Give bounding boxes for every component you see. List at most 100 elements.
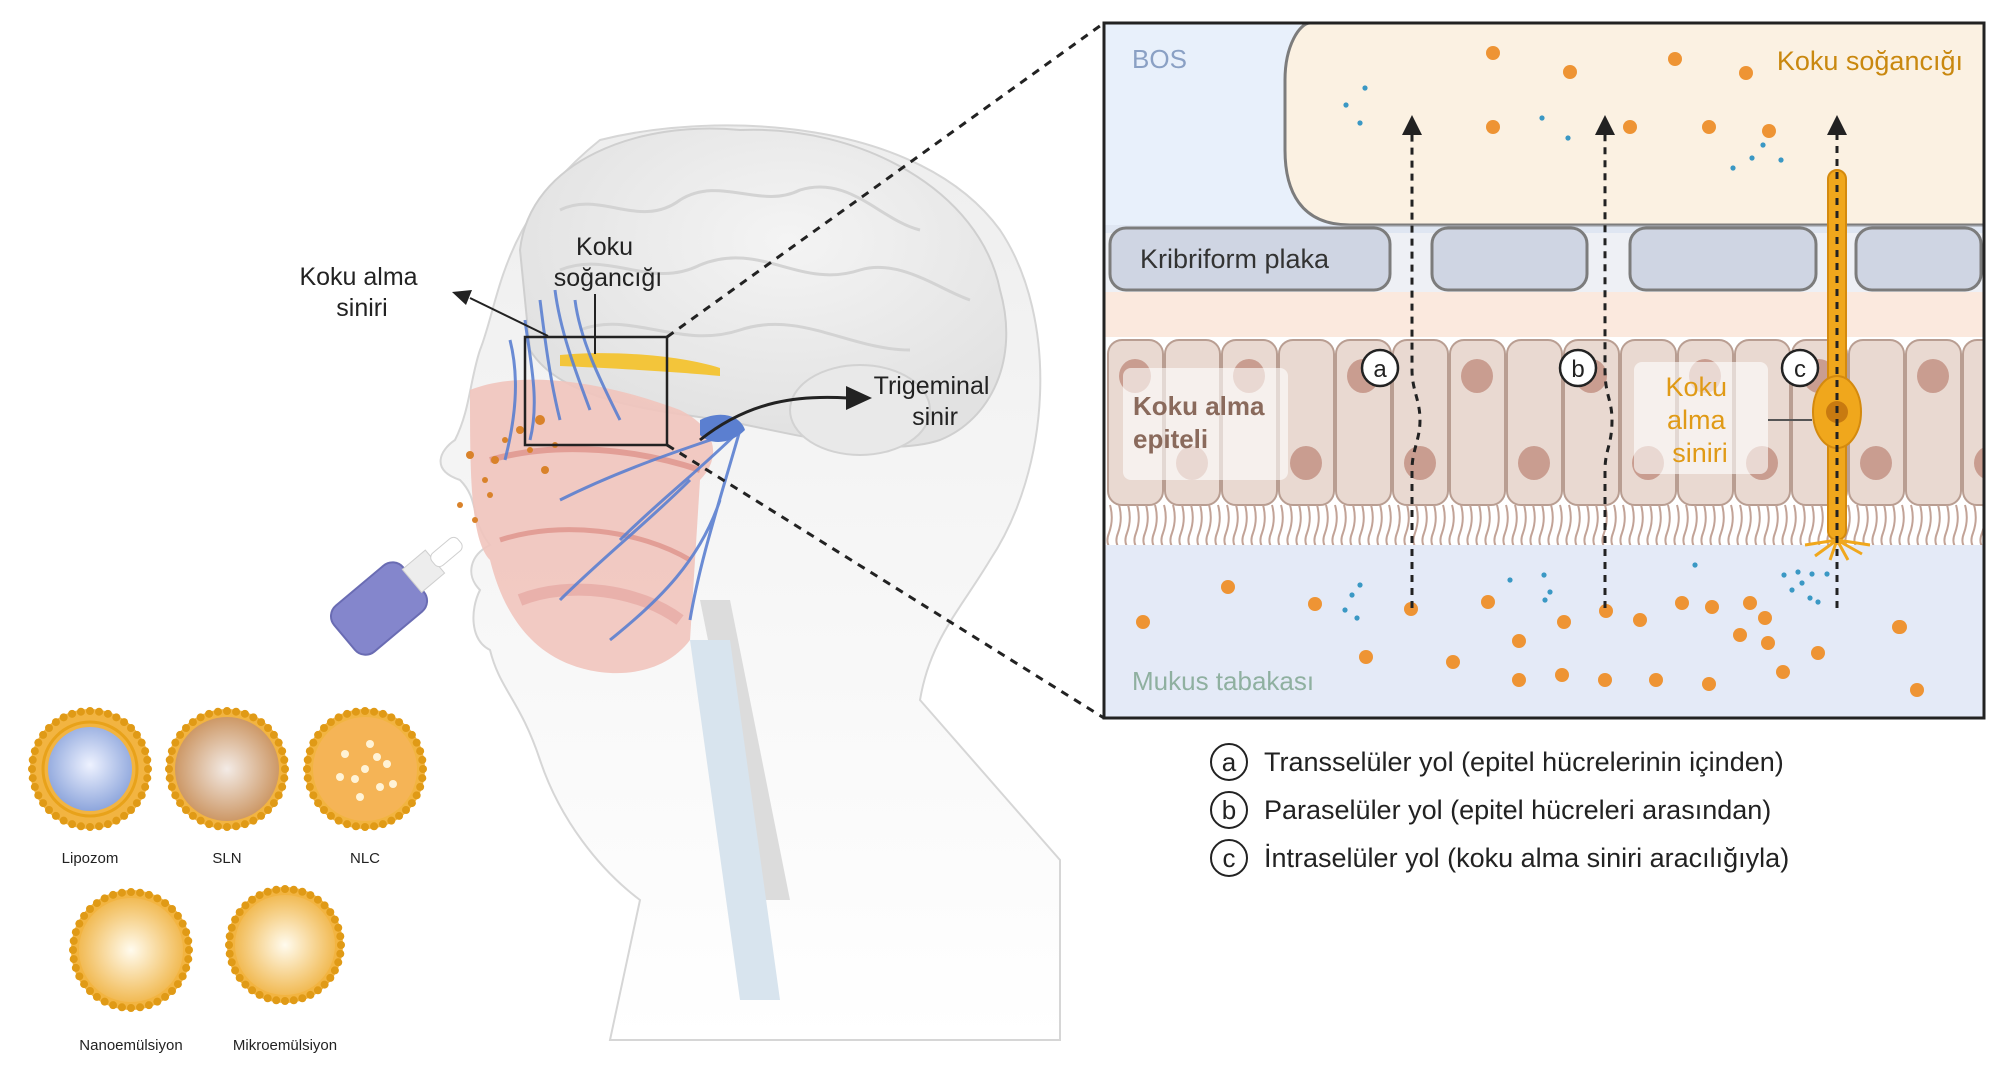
particle bbox=[1789, 587, 1795, 593]
particle bbox=[1481, 595, 1495, 609]
particle bbox=[1815, 599, 1821, 605]
particle bbox=[1343, 102, 1349, 108]
particle bbox=[1539, 115, 1545, 121]
particle bbox=[1778, 157, 1784, 163]
marker-a: a bbox=[1360, 348, 1400, 388]
legend-item-b: b Paraselüler yol (epitel hücreleri aras… bbox=[1210, 786, 1789, 834]
particle bbox=[1730, 165, 1736, 171]
particle bbox=[1807, 595, 1813, 601]
legend-badge-a: a bbox=[1210, 743, 1248, 781]
particle bbox=[1354, 615, 1360, 621]
plate-label: Kribriform plaka bbox=[1140, 244, 1330, 274]
particle bbox=[1446, 655, 1460, 669]
particle bbox=[1702, 120, 1716, 134]
neuron-label: Koku alma siniri bbox=[1665, 372, 1734, 468]
svg-text:c: c bbox=[1794, 356, 1806, 383]
particle bbox=[1599, 604, 1613, 618]
olfactory-nerve-label: Koku alma siniri bbox=[299, 263, 424, 322]
particle bbox=[1758, 611, 1772, 625]
particle bbox=[1541, 572, 1547, 578]
particle bbox=[1623, 120, 1637, 134]
particle bbox=[1795, 569, 1801, 575]
particle bbox=[1809, 571, 1815, 577]
mucus-label: Mukus tabakası bbox=[1132, 666, 1314, 696]
particle bbox=[1892, 620, 1906, 634]
epithelial-cell bbox=[1905, 339, 1962, 506]
particle bbox=[1565, 135, 1571, 141]
particle bbox=[1733, 628, 1747, 642]
epithelial-cell bbox=[1506, 339, 1563, 506]
particle bbox=[1702, 677, 1716, 691]
epithelial-cell bbox=[1962, 339, 1984, 506]
trigeminal-nerve-label: Trigeminal sinir bbox=[874, 372, 997, 431]
nanocarrier-3 bbox=[303, 707, 427, 831]
particle bbox=[1136, 615, 1150, 629]
particle bbox=[1761, 636, 1775, 650]
pathway-legend: a Transselüler yol (epitel hücrelerinin … bbox=[1210, 738, 1789, 882]
particle bbox=[1705, 600, 1719, 614]
marker-b: b bbox=[1558, 348, 1598, 388]
particle bbox=[1404, 602, 1418, 616]
olfactory-bulb-label: Koku soğancığı bbox=[554, 233, 662, 292]
drug-particles bbox=[1136, 46, 1924, 697]
particle bbox=[1739, 66, 1753, 80]
particle bbox=[1486, 46, 1500, 60]
cribriform-block-2 bbox=[1430, 226, 1589, 292]
particle bbox=[1668, 52, 1682, 66]
particle bbox=[1357, 582, 1363, 588]
legend-item-c: c İntraselüler yol (koku alma siniri ara… bbox=[1210, 834, 1789, 882]
particle bbox=[1547, 589, 1553, 595]
carriers-group bbox=[28, 707, 427, 1012]
csf-label: BOS bbox=[1132, 44, 1187, 74]
particle bbox=[1359, 650, 1373, 664]
particle bbox=[1811, 646, 1825, 660]
particle bbox=[1760, 142, 1766, 148]
cribriform-block-1 bbox=[1108, 226, 1392, 292]
particle bbox=[1749, 155, 1755, 161]
particle bbox=[1342, 607, 1348, 613]
particle bbox=[1507, 577, 1513, 583]
particle bbox=[1221, 580, 1235, 594]
svg-text:a: a bbox=[1373, 356, 1387, 383]
cribriform-block-3 bbox=[1628, 226, 1818, 292]
particle bbox=[1512, 634, 1526, 648]
particle bbox=[1692, 562, 1698, 568]
nanocarrier-4 bbox=[69, 888, 193, 1012]
cribriform-block-4 bbox=[1854, 226, 1983, 292]
legend-text-a: Transselüler yol (epitel hücrelerinin iç… bbox=[1264, 746, 1784, 777]
particle bbox=[1762, 124, 1776, 138]
nanocarrier-2 bbox=[165, 707, 289, 831]
particle bbox=[1357, 120, 1363, 126]
particle bbox=[1675, 596, 1689, 610]
particle bbox=[1486, 120, 1500, 134]
epithelial-cell bbox=[1449, 339, 1506, 506]
legend-badge-b: b bbox=[1210, 791, 1248, 829]
particle bbox=[1633, 613, 1647, 627]
particle bbox=[1308, 597, 1322, 611]
inset-panel: a b c bbox=[1104, 23, 1984, 718]
particle bbox=[1557, 615, 1571, 629]
inset-frame bbox=[1102, 21, 1986, 720]
particle bbox=[1781, 572, 1787, 578]
particle bbox=[1542, 597, 1548, 603]
particle bbox=[1649, 673, 1663, 687]
epithelial-cell bbox=[1848, 339, 1905, 506]
particle bbox=[1362, 85, 1368, 91]
svg-text:b: b bbox=[1571, 356, 1584, 383]
carrier-label-mikroemulsiyon: Mikroemülsiyon bbox=[233, 1037, 337, 1054]
particle bbox=[1910, 683, 1924, 697]
particle bbox=[1776, 665, 1790, 679]
legend-text-c: İntraselüler yol (koku alma siniri aracı… bbox=[1264, 842, 1790, 873]
particle bbox=[1799, 580, 1805, 586]
carrier-label-nlc: NLC bbox=[350, 850, 380, 867]
particle bbox=[1598, 673, 1612, 687]
epithelium-label: Koku alma epiteli bbox=[1133, 391, 1272, 454]
carrier-label-nanoemulsiyon: Nanoemülsiyon bbox=[79, 1037, 182, 1054]
nanocarrier-1 bbox=[28, 707, 152, 831]
particle bbox=[1512, 673, 1526, 687]
legend-item-a: a Transselüler yol (epitel hücrelerinin … bbox=[1210, 738, 1789, 786]
particle bbox=[1824, 571, 1830, 577]
carrier-label-sln: SLN bbox=[212, 850, 241, 867]
nanocarrier-5 bbox=[225, 885, 345, 1005]
bulb-label: Koku soğancığı bbox=[1777, 46, 1963, 76]
